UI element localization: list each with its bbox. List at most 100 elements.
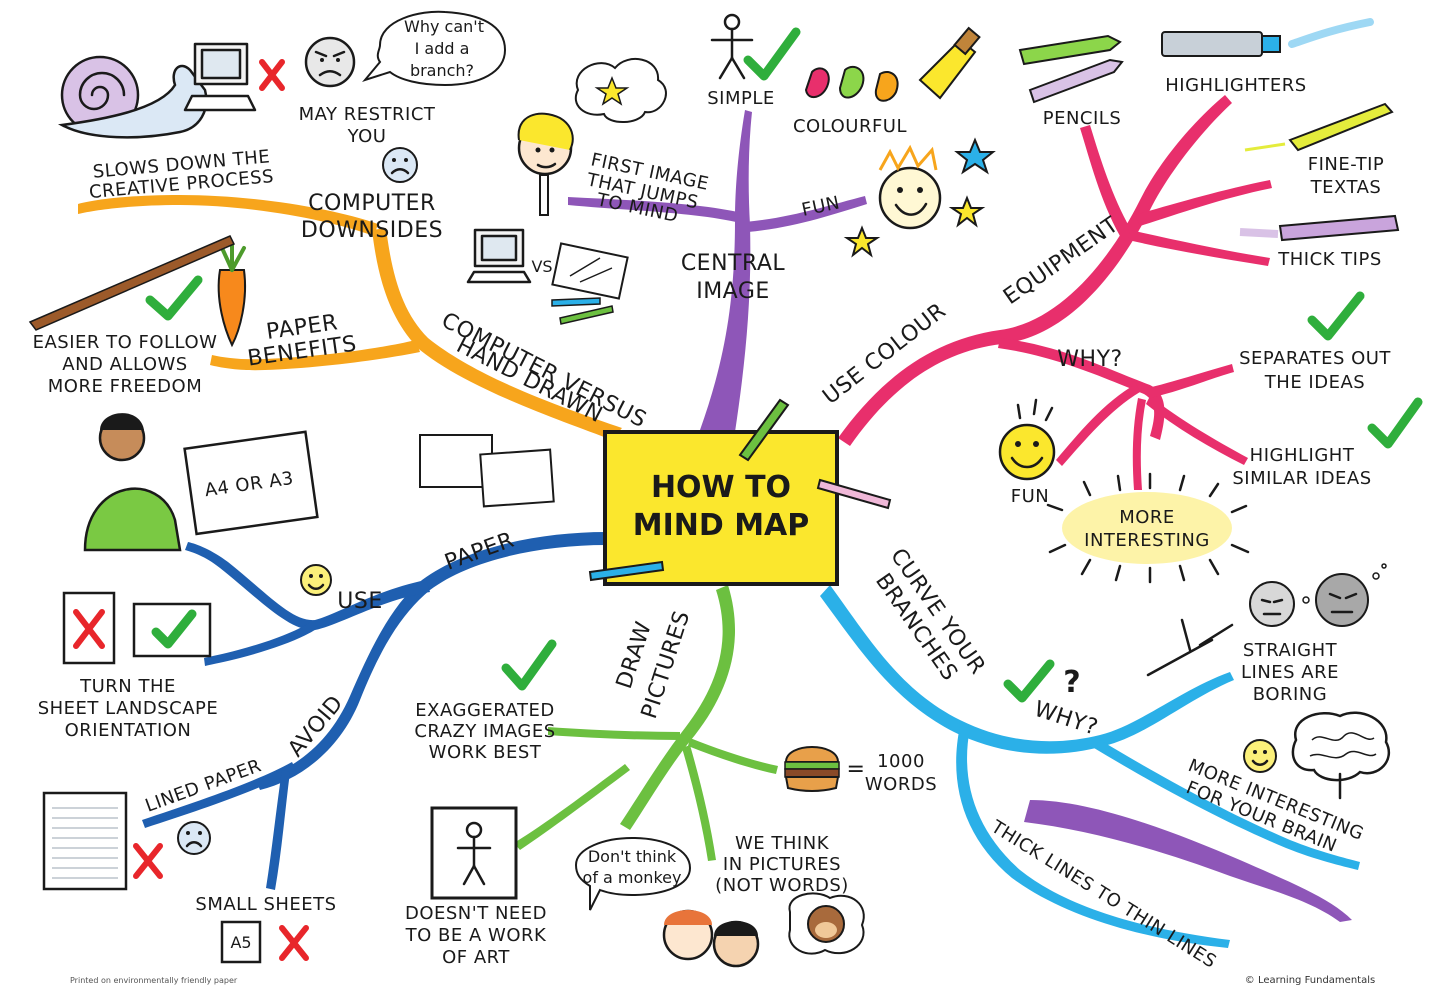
thick-thin-lines-icon (1024, 800, 1352, 922)
pencil-icon (588, 398, 892, 582)
central-fun-label: FUN (800, 192, 842, 221)
computer-icon (466, 228, 532, 284)
bubble-line1: Why can't (404, 17, 484, 36)
speech-bubble: Don't think of a monkey (574, 836, 692, 911)
use-label: USE (337, 589, 382, 614)
monkey-thought-icon (788, 892, 865, 955)
exaggerated-line2: CRAZY IMAGES (414, 721, 555, 742)
turn-line1: TURN THE (79, 676, 176, 697)
computer-downsides-line1: COMPUTER (308, 191, 436, 216)
interesting-line1: MORE (1119, 507, 1175, 528)
equals-sign: = (847, 757, 866, 782)
fine-tip-line1: FINE-TIP (1308, 154, 1385, 175)
branch-draw-pictures (514, 585, 778, 861)
a5-label: A5 (230, 933, 251, 952)
central-image-label-2: IMAGE (696, 279, 770, 304)
sad-face-icon (177, 821, 211, 855)
thousand-words-line1: 1000 (877, 751, 925, 772)
exaggerated-line1: EXAGGERATED (415, 700, 554, 721)
vs-label: VS (531, 257, 552, 276)
blank-papers-icon (419, 434, 555, 508)
separates-line1: SEPARATES OUT (1239, 348, 1391, 369)
may-restrict-line2: YOU (347, 126, 387, 147)
small-sheets-label: SMALL SHEETS (195, 894, 336, 915)
straight-line3: BORING (1253, 684, 1327, 705)
paper-label: PAPER (442, 528, 518, 576)
check-icon (145, 275, 203, 321)
central-image-label-1: CENTRAL (681, 251, 786, 276)
bubble-line2: I add a (415, 39, 470, 58)
pink-why-label: WHY? (1057, 347, 1122, 372)
pink-fun-label: FUN (1011, 486, 1050, 507)
interesting-burst (1046, 472, 1250, 584)
cyan-why-label: WHY? (1031, 697, 1101, 741)
smiley-icon (1243, 739, 1277, 773)
may-restrict-line1: MAY RESTRICT (299, 104, 436, 125)
colourful-label: COLOURFUL (793, 116, 907, 137)
thick-tips-label: THICK TIPS (1277, 249, 1382, 270)
monkey-bubble-line1: Don't think (588, 847, 677, 866)
separates-line2: THE IDEAS (1264, 372, 1365, 393)
thousand-words-line2: WORDS (865, 774, 937, 795)
a5-sheet-icon (220, 920, 262, 964)
smiley-icon (998, 398, 1056, 481)
sketch-paper-icon (551, 242, 629, 325)
question-mark-icon: ? (1063, 665, 1080, 700)
carrot-icon (28, 235, 247, 348)
straight-line2: LINES ARE (1241, 662, 1339, 683)
check-icon (743, 27, 801, 81)
highlighter-icon (1161, 18, 1374, 57)
art-line2: TO BE A WORK (405, 925, 547, 946)
interesting-line2: INTERESTING (1084, 530, 1210, 551)
smiley-icon (300, 564, 332, 596)
star-icon (843, 137, 996, 258)
bored-faces-icon (1249, 563, 1387, 627)
girl-thinking-icon (517, 112, 574, 216)
branch-central-image (568, 110, 867, 432)
straight-lines-icon (1146, 618, 1234, 677)
happy-face-icon (878, 144, 942, 230)
branch-use-colour (838, 95, 1272, 490)
two-people-icon (662, 909, 760, 968)
we-think-line3: (NOT WORDS) (715, 875, 849, 896)
easier-line1: EASIER TO FOLLOW (33, 332, 218, 353)
portrait-sheet-icon (62, 591, 116, 665)
pencils-label: PENCILS (1043, 108, 1122, 129)
center-title-line1: HOW TO (651, 470, 791, 505)
check-icon (1367, 397, 1423, 449)
art-line3: OF ART (442, 947, 510, 968)
monkey-bubble-line2: of a monkey (583, 868, 682, 887)
fine-tip-line2: TEXTAS (1310, 177, 1382, 198)
burger-icon (784, 746, 840, 792)
easier-line3: MORE FREEDOM (48, 376, 202, 397)
footer-print-note: Printed on environmentally friendly pape… (70, 976, 238, 985)
cross-icon (133, 843, 163, 879)
cross-icon (279, 925, 309, 961)
fine-tip-icon (1244, 102, 1394, 152)
stick-figure-icon (710, 13, 754, 80)
boy-with-paper-icon (83, 413, 319, 552)
landscape-sheet-icon (132, 602, 212, 658)
bubble-line3: branch? (410, 61, 474, 80)
thick-tip-icon (1239, 214, 1400, 242)
easier-line2: AND ALLOWS (62, 354, 187, 375)
highlight-line2: SIMILAR IDEAS (1232, 468, 1371, 489)
snail-icon (57, 55, 208, 139)
stick-art-frame-icon (430, 806, 518, 900)
check-icon (501, 639, 557, 691)
turn-line3: ORIENTATION (65, 720, 192, 741)
exaggerated-line3: WORK BEST (429, 742, 542, 763)
paint-splashes-icon (804, 26, 981, 102)
we-think-line1: WE THINK (735, 833, 830, 854)
lined-paper-icon (42, 791, 128, 891)
speech-bubble: Why can't I add a branch? (362, 10, 507, 87)
turn-line2: SHEET LANDSCAPE (38, 698, 219, 719)
we-think-line2: IN PICTURES (723, 854, 841, 875)
simple-label: SIMPLE (707, 88, 775, 109)
sad-face-icon (382, 147, 418, 183)
highlight-line1: HIGHLIGHT (1250, 445, 1355, 466)
check-icon (1003, 659, 1055, 703)
branch-curve (820, 585, 1360, 948)
branch-paper (142, 532, 606, 890)
